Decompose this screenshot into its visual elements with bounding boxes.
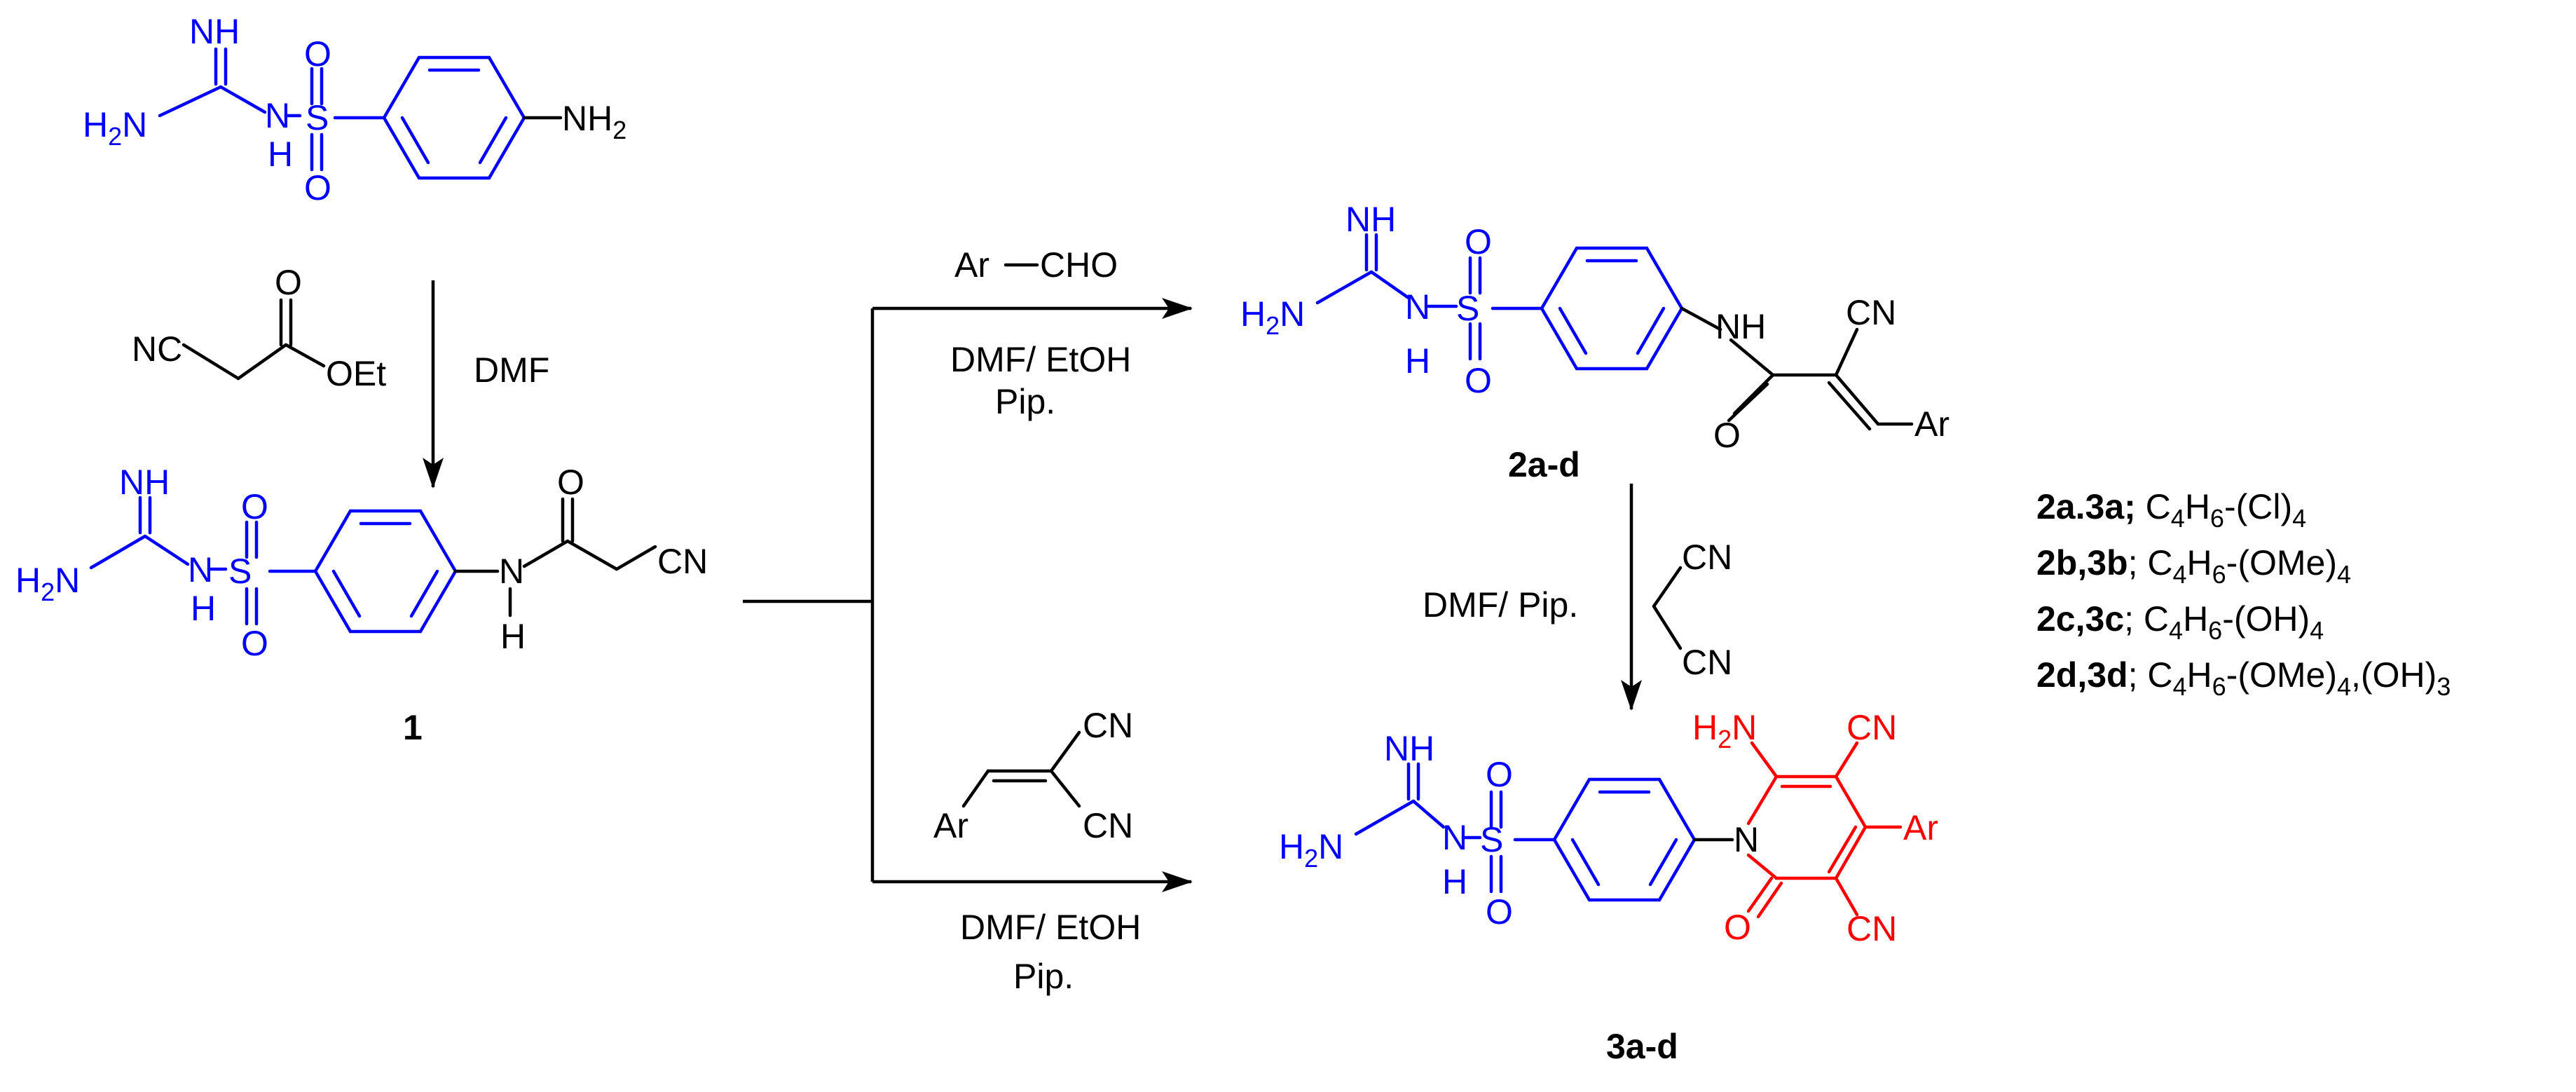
- atom-o: O: [1465, 361, 1492, 400]
- atom-h2n: H2N: [1279, 827, 1343, 873]
- atom-n: N: [1442, 818, 1467, 857]
- atom-cho: CHO: [1040, 245, 1118, 285]
- atom-imine-nh: NH: [189, 12, 240, 51]
- atom-h2n: H2N: [83, 105, 147, 151]
- reagent-dmf-etoh: DMF/ EtOH: [960, 908, 1141, 947]
- atom-h2n-red: H2N: [1692, 708, 1757, 753]
- compound-label-1: 1: [403, 708, 423, 747]
- sulfaguanidine-structure: NH H2N N H S O O NH2: [83, 12, 626, 207]
- atom-cn: CN: [1682, 538, 1732, 577]
- reagent-dmf-pip: DMF/ Pip.: [1423, 585, 1578, 625]
- atom-o: O: [241, 487, 268, 526]
- atom-o: O: [275, 263, 302, 302]
- aldehyde-reagent: Ar CHO: [954, 245, 1118, 285]
- atom-ar: Ar: [933, 806, 968, 845]
- atom-ar: Ar: [954, 245, 989, 285]
- atom-cn-red: CN: [1847, 708, 1897, 747]
- reagent-dmf: DMF: [474, 350, 549, 390]
- compound-2-structure: NH H2N N H S O O NH CN O Ar: [1240, 200, 1950, 455]
- reagent-pip: Pip.: [995, 382, 1055, 421]
- atom-amide-h: H: [500, 617, 526, 656]
- atom-h: H: [191, 589, 216, 628]
- atom-cn: CN: [1083, 806, 1133, 845]
- atom-s: S: [1480, 820, 1503, 859]
- legend-row-2d-3d: 2d,3d; C4H6-(OMe)4,(OH)3: [2036, 655, 2451, 701]
- atom-h: H: [268, 135, 293, 174]
- atom-h2n: H2N: [15, 561, 80, 606]
- compound-label-2: 2a-d: [1508, 445, 1580, 484]
- atom-oet: OEt: [326, 354, 386, 393]
- atom-o: O: [241, 624, 268, 663]
- atom-imine-nh: NH: [1345, 200, 1396, 239]
- atom-ar-red: Ar: [1903, 808, 1938, 847]
- atom-s: S: [1456, 289, 1479, 328]
- legend-row-2b-3b: 2b,3b; C4H6-(OMe)4: [2036, 543, 2351, 589]
- atom-nh: NH: [1715, 307, 1766, 346]
- malononitrile-reagent: CN CN: [1652, 538, 1732, 682]
- atom-h: H: [1405, 341, 1430, 381]
- compound-3-structure: NH H2N N H S O O N H2N CN Ar CN O: [1279, 708, 1938, 948]
- atom-o: O: [1465, 222, 1492, 261]
- atom-o: O: [1486, 892, 1513, 931]
- branch-connector: [743, 298, 1193, 892]
- reagent-pip: Pip.: [1013, 957, 1074, 996]
- atom-n: N: [188, 550, 213, 589]
- compound-label-3: 3a-d: [1606, 1027, 1678, 1066]
- atom-carbonyl-o-red: O: [1724, 908, 1751, 947]
- atom-s: S: [306, 98, 329, 137]
- atom-nh2: NH2: [562, 99, 626, 144]
- atom-cn: CN: [1083, 706, 1133, 745]
- atom-cn-red: CN: [1847, 909, 1897, 948]
- atom-o: O: [304, 168, 331, 207]
- atom-ar: Ar: [1914, 404, 1950, 444]
- atom-cn: CN: [1682, 643, 1732, 682]
- substituent-legend: 2a.3a; C4H6-(Cl)4 2b,3b; C4H6-(OMe)4 2c,…: [2036, 487, 2451, 701]
- atom-imine-nh: NH: [1384, 729, 1434, 768]
- reagent-dmf-etoh: DMF/ EtOH: [950, 340, 1131, 379]
- atom-o: O: [304, 34, 331, 74]
- atom-h: H: [1442, 862, 1467, 901]
- atom-h2n: H2N: [1240, 294, 1305, 340]
- atom-s: S: [228, 552, 252, 591]
- atom-cn: CN: [657, 542, 708, 581]
- atom-carbonyl-o: O: [557, 463, 584, 502]
- compound-1-structure: NH H2N N H S O O N H O CN: [15, 463, 708, 663]
- atom-n: N: [1405, 287, 1430, 327]
- atom-imine-nh: NH: [119, 463, 170, 502]
- atom-nc: NC: [132, 329, 182, 369]
- ethyl-cyanoacetate-structure: NC O OEt: [132, 263, 386, 393]
- atom-ring-n: N: [1734, 820, 1759, 859]
- atom-cn: CN: [1846, 293, 1896, 332]
- atom-o: O: [1486, 755, 1513, 794]
- atom-carbonyl-o: O: [1713, 416, 1741, 455]
- arylidene-malononitrile-reagent: CN CN Ar: [933, 706, 1133, 845]
- atom-amide-n: N: [499, 552, 524, 591]
- atom-n: N: [265, 96, 290, 135]
- legend-row-2c-3c: 2c,3c; C4H6-(OH)4: [2036, 599, 2324, 645]
- legend-row-2a-3a: 2a.3a; C4H6-(Cl)4: [2036, 487, 2306, 533]
